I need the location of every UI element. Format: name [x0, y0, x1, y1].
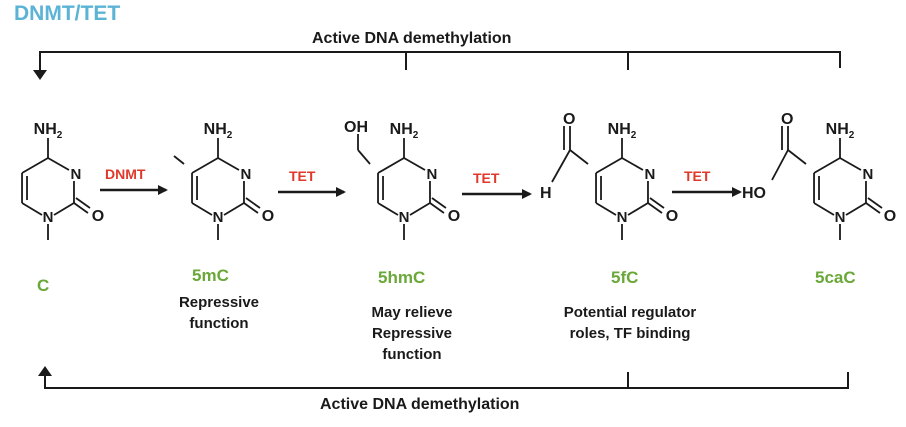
- description-5hmc-line-2: Repressive: [371, 325, 453, 342]
- ch2-bond-5hmc: [357, 149, 371, 165]
- description-5fc-line-1: Potential regulator: [563, 304, 697, 321]
- ring-bond-5mc-n1-c6: [191, 202, 213, 216]
- amine-label-5hmc: NH2: [390, 121, 419, 141]
- molecule-name-5hmc: 5hmC: [378, 268, 426, 287]
- carbonyl-double-5fc: [649, 197, 665, 209]
- carbonyl-bond-5mc: [243, 202, 259, 214]
- n1-label-5mc: N: [213, 209, 224, 226]
- cho-bond-5fc: [569, 149, 589, 165]
- o2-label-c: O: [92, 208, 104, 225]
- n3-label-5cac: N: [863, 166, 874, 183]
- ring-bond-5mc-c4-n3: [217, 157, 240, 171]
- ring-bond-5cac-n1-c6: [813, 202, 835, 216]
- h-label-5fc: H: [540, 185, 552, 202]
- o2-label-5mc: O: [262, 208, 274, 225]
- ring-bond-5cac-c5-c4: [813, 157, 841, 174]
- molecule-name-5cac: 5caC: [815, 268, 856, 287]
- substituents: [173, 126, 807, 183]
- ring-bond-5hmc-c2-n1: [409, 202, 431, 216]
- o2-label-5fc: O: [666, 208, 678, 225]
- carbonyl-double-5mc: [245, 197, 261, 209]
- methyl-5mc: [173, 155, 185, 165]
- n1-label-5fc: N: [617, 209, 628, 226]
- description-5mc: Repressive function: [154, 292, 284, 334]
- ring-bond-5hmc-c4-n3: [403, 157, 426, 171]
- amine-label-5cac: NH2: [826, 121, 855, 141]
- amine-subscript-5cac: 2: [849, 130, 855, 141]
- top-cycle-arrowhead: [33, 70, 47, 80]
- enzyme-label-tet-3: TET: [684, 168, 711, 184]
- description-5fc: Potential regulator roles, TF binding: [520, 302, 740, 344]
- ring-bond-5mc-c5-c4: [191, 157, 219, 174]
- amine-label-5fc: NH2: [608, 121, 637, 141]
- n3-label-5fc: N: [645, 166, 656, 183]
- n1-label-5cac: N: [835, 209, 846, 226]
- o2-label-5hmc: O: [448, 208, 460, 225]
- molecule-name-5fc: 5fC: [611, 268, 639, 287]
- o-label-5cac: O: [781, 111, 793, 128]
- n3-label-5hmc: N: [427, 166, 438, 183]
- n1-label-c: N: [43, 209, 54, 226]
- carbonyl-bond-5fc: [647, 202, 663, 214]
- enzyme-label-tet-1: TET: [289, 168, 316, 184]
- ho-label-5cac: HO: [742, 185, 766, 202]
- ring-bond-5cac-c4-n3: [839, 157, 862, 171]
- description-5mc-line-2: function: [189, 315, 249, 332]
- top-cycle-bracket: [33, 51, 841, 80]
- n3-label-5mc: N: [241, 166, 252, 183]
- description-5hmc-line-3: function: [382, 346, 442, 363]
- amine-subscript-5fc: 2: [631, 130, 637, 141]
- description-5fc-line-2: roles, TF binding: [569, 325, 691, 342]
- ring-bond-5hmc-c5-c4: [377, 157, 405, 174]
- ring-bond-5cac-c2-n1: [845, 202, 867, 216]
- coh-bond-5cac: [771, 149, 789, 181]
- ring-bond-5fc-n1-c6: [595, 202, 617, 216]
- amine-label-c: NH2: [34, 121, 63, 141]
- ch-bond-5fc: [551, 149, 571, 183]
- amine-subscript-c: 2: [57, 130, 63, 141]
- ring-bond-c-c5-c4: [21, 157, 49, 174]
- amine-subscript-5mc: 2: [227, 130, 233, 141]
- description-5mc-line-1: Repressive: [178, 294, 260, 311]
- cooh-bond-5cac: [787, 149, 807, 165]
- ring-bond-5mc-c2-n1: [223, 202, 245, 216]
- n1-label-5hmc: N: [399, 209, 410, 226]
- bottom-cycle-bracket: [38, 366, 849, 389]
- molecule-name-c: C: [37, 276, 50, 295]
- ring-bond-5fc-c4-n3: [621, 157, 644, 171]
- ring-bond-c-c4-n3: [47, 157, 70, 171]
- ring-bond-5fc-c2-n1: [627, 202, 649, 216]
- molecule-name-5mc: 5mC: [192, 266, 229, 285]
- bottom-cycle-arrowhead: [38, 366, 52, 376]
- description-5hmc: May relieve Repressive function: [342, 302, 482, 365]
- n3-label-c: N: [71, 166, 82, 183]
- top-cycle-label: Active DNA demethylation: [312, 30, 512, 47]
- amine-subscript-5hmc: 2: [413, 130, 419, 141]
- carbonyl-bond-5hmc: [429, 202, 445, 214]
- enzyme-label-tet-2: TET: [473, 170, 500, 186]
- bottom-cycle-label: Active DNA demethylation: [320, 396, 520, 413]
- description-5hmc-line-1: May relieve: [371, 304, 453, 321]
- pyrimidine-rings: [21, 138, 883, 240]
- amine-label-5mc: NH2: [204, 121, 233, 141]
- o-label-5fc: O: [563, 111, 575, 128]
- reaction-arrows: [100, 185, 742, 199]
- ring-bond-5fc-c5-c4: [595, 157, 623, 174]
- substituent-labels: OH O H O HO: [344, 111, 793, 202]
- o2-label-5cac: O: [884, 208, 896, 225]
- ring-bond-5hmc-n1-c6: [377, 202, 399, 216]
- carbonyl-double-5hmc: [431, 197, 447, 209]
- carbonyl-double-c: [75, 197, 91, 209]
- diagram-title: DNMT/TET: [14, 2, 121, 25]
- carbonyl-bond-5cac: [865, 202, 881, 214]
- oh-label-5hmc: OH: [344, 119, 368, 136]
- enzyme-label-dnmt: DNMT: [105, 166, 146, 182]
- ring-bond-c-n1-c6: [21, 202, 43, 216]
- carbonyl-bond-c: [73, 202, 89, 214]
- ring-bond-c-c2-n1: [53, 202, 75, 216]
- carbonyl-double-5cac: [867, 197, 883, 209]
